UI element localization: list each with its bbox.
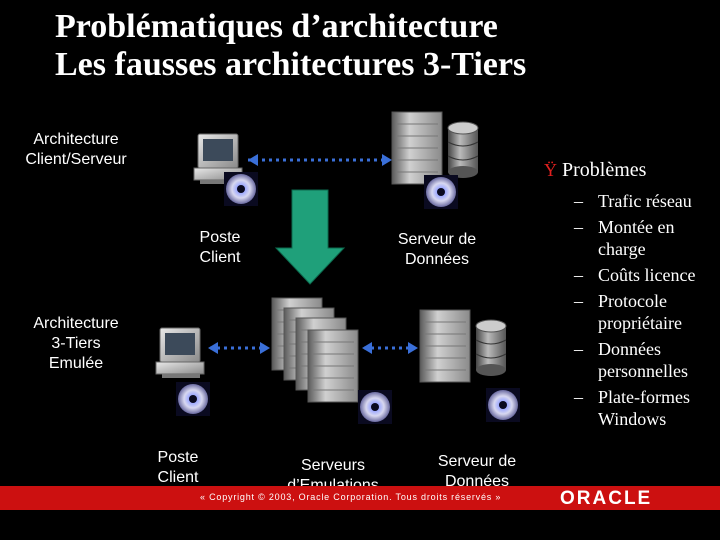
problems-heading: Ÿ Problèmes [544,158,720,182]
title-line-2: Les fausses architectures 3-Tiers [55,46,527,83]
label-client-server: Architecture Client/Serveur [25,131,127,168]
arrow-right-icon [382,154,392,166]
database-cylinder-icon [447,121,479,179]
cd-disc-icon [224,172,258,206]
list-item: –Données personnelles [574,339,688,381]
arrow-left-icon [248,154,258,166]
list-item: –Montée en charge [574,217,675,259]
arrow-right-icon [408,342,418,354]
arrow-right-icon [260,342,270,354]
cd-disc-icon [176,382,210,416]
copyright-text: « Copyright © 2003, Oracle Corporation. … [200,492,502,502]
slide-title: Problématiques d’architecture Les fausse… [55,8,526,84]
arrow-left-icon [362,342,372,354]
problems-panel: Ÿ Problèmes –Trafic réseau –Montée en ch… [540,158,720,434]
arrow-left-icon [208,342,218,354]
title-line-1: Problématiques d’architecture [55,8,498,45]
list-item: –Protocole propriétaire [574,291,682,333]
bullet-icon: Ÿ [544,160,557,180]
down-arrow-icon [274,189,346,285]
emulation-server-icon [307,329,359,403]
label-serveur-donnees-top: Serveur de Données [397,231,477,268]
client-computer-icon [155,327,205,379]
oracle-logo: ORACLE [560,488,653,509]
label-poste-client-top: Poste Client [199,229,241,266]
database-cylinder-icon [475,319,507,377]
list-item: –Coûts licence [574,265,696,285]
list-item: –Plate-formes Windows [574,387,690,429]
problems-heading-text: Problèmes [562,159,647,181]
database-server-icon [419,309,471,383]
footer-bar: « Copyright © 2003, Oracle Corporation. … [0,486,720,510]
database-server-icon [391,111,443,185]
cd-disc-icon [486,388,520,422]
label-three-tier: Architecture 3-Tiers Emulée [33,315,119,372]
cd-disc-icon [424,175,458,209]
cd-disc-icon [358,390,392,424]
label-poste-client-bottom: Poste Client [157,449,199,486]
label-serveur-donnees-bottom: Serveur de Données [437,453,517,490]
list-item: –Trafic réseau [574,191,692,211]
problems-list: –Trafic réseau –Montée en charge –Coûts … [540,190,720,430]
